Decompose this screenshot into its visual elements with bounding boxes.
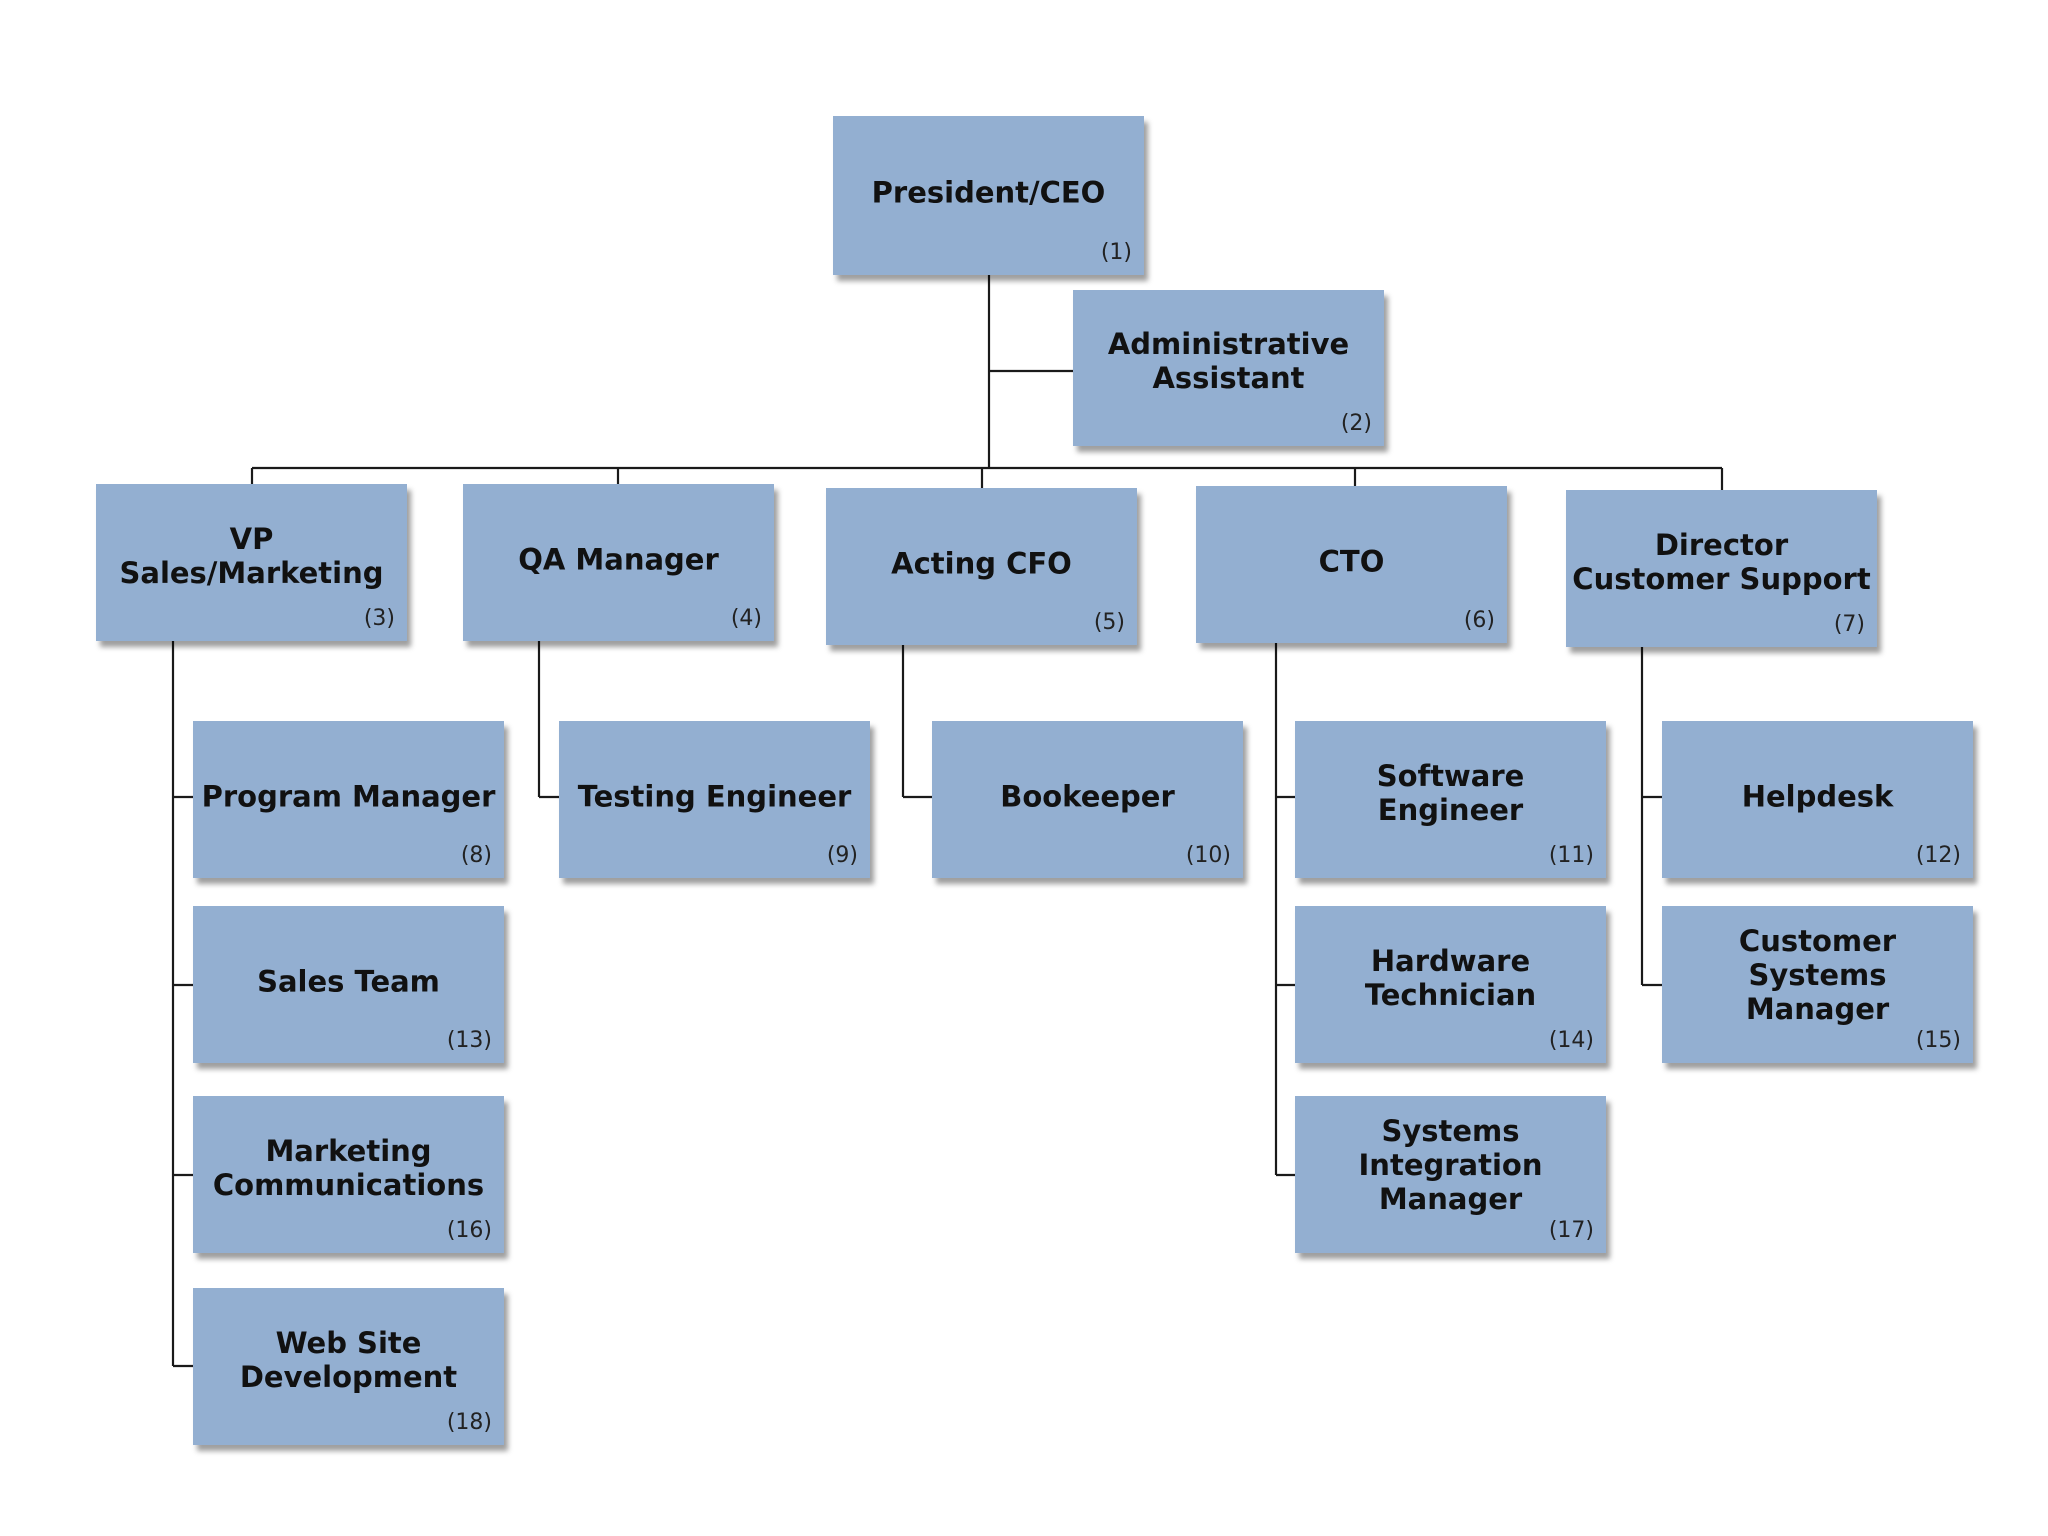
node-number: (6) (1463, 608, 1495, 633)
node-title: CTO (1318, 544, 1385, 579)
node-number: (5) (1093, 610, 1125, 635)
node-helpdesk: Helpdesk (12) (1662, 721, 1973, 878)
node-title: Helpdesk (1741, 779, 1894, 814)
node-number: (4) (730, 606, 762, 631)
node-number: (7) (1833, 612, 1865, 637)
node-number: (10) (1185, 843, 1231, 868)
node-title: QA Manager (518, 542, 719, 577)
node-title: Customer Systems Manager (1738, 923, 1897, 1026)
node-customer-systems-manager: Customer Systems Manager (15) (1662, 906, 1973, 1063)
node-title: VP Sales/Marketing (119, 521, 384, 590)
node-number: (3) (363, 606, 395, 631)
node-acting-cfo: Acting CFO (5) (826, 488, 1137, 645)
node-number: (9) (826, 843, 858, 868)
node-number: (8) (460, 843, 492, 868)
node-title: Director Customer Support (1572, 527, 1871, 596)
node-program-manager: Program Manager (8) (193, 721, 504, 878)
node-qa-manager: QA Manager (4) (463, 484, 774, 641)
node-title: Acting CFO (891, 546, 1072, 581)
node-director-customer-support: Director Customer Support (7) (1566, 490, 1877, 647)
node-title: Testing Engineer (577, 779, 852, 814)
node-number: (11) (1548, 843, 1594, 868)
node-sales-team: Sales Team (13) (193, 906, 504, 1063)
node-number: (14) (1548, 1028, 1594, 1053)
node-title: Marketing Communications (212, 1133, 485, 1202)
node-software-engineer: Software Engineer (11) (1295, 721, 1606, 878)
node-number: (18) (446, 1410, 492, 1435)
node-number: (15) (1915, 1028, 1961, 1053)
node-cto: CTO (6) (1196, 486, 1507, 643)
node-title: Web Site Development (239, 1325, 458, 1394)
node-number: (16) (446, 1218, 492, 1243)
node-title: Program Manager (201, 779, 496, 814)
node-marketing-communications: Marketing Communications (16) (193, 1096, 504, 1253)
node-president-ceo: President/CEO (1) (833, 116, 1144, 275)
node-title: Systems Integration Manager (1358, 1113, 1543, 1216)
node-title: Administrative Assistant (1107, 327, 1350, 396)
node-systems-integration-manager: Systems Integration Manager (17) (1295, 1096, 1606, 1253)
node-hardware-technician: Hardware Technician (14) (1295, 906, 1606, 1063)
node-title: Software Engineer (1376, 758, 1525, 827)
node-number: (13) (446, 1028, 492, 1053)
node-testing-engineer: Testing Engineer (9) (559, 721, 870, 878)
node-administrative-assistant: Administrative Assistant (2) (1073, 290, 1384, 446)
node-number: (2) (1340, 411, 1372, 436)
node-number: (17) (1548, 1218, 1594, 1243)
node-web-site-development: Web Site Development (18) (193, 1288, 504, 1445)
node-title: President/CEO (871, 175, 1106, 210)
node-title: Hardware Technician (1364, 943, 1537, 1012)
node-vp-sales-marketing: VP Sales/Marketing (3) (96, 484, 407, 641)
node-title: Bookeeper (1000, 779, 1175, 814)
node-title: Sales Team (257, 964, 440, 999)
node-bookeeper: Bookeeper (10) (932, 721, 1243, 878)
node-number: (12) (1915, 843, 1961, 868)
node-number: (1) (1100, 240, 1132, 265)
